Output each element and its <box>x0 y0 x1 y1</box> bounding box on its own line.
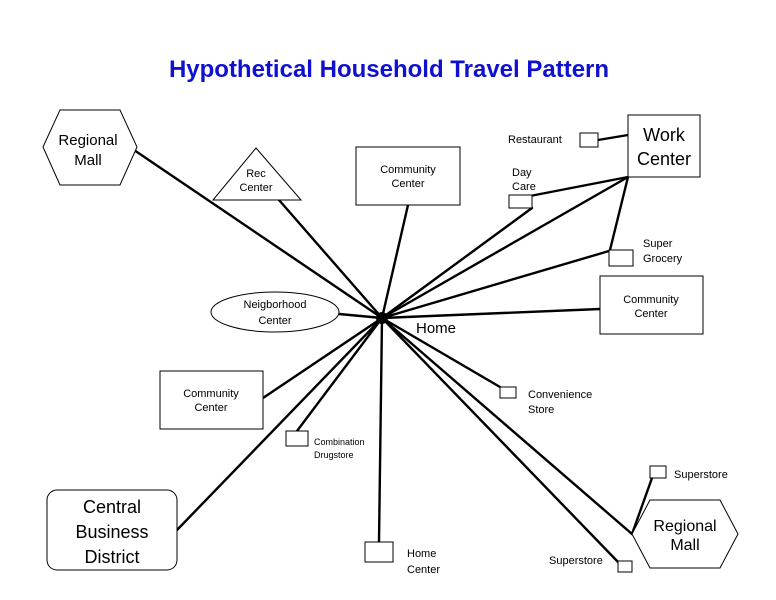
node-convenience-store: Convenience Store <box>499 386 592 416</box>
home-label: Home <box>416 320 456 337</box>
day-care-label-2: Care <box>512 181 536 193</box>
node-central-business-district: Central Business District <box>46 489 178 571</box>
community-center-top-box <box>355 146 461 206</box>
day-care-box <box>508 194 533 209</box>
connection-home-to-rec-center <box>277 198 384 320</box>
central-business-district-label-1: Central <box>83 497 141 517</box>
convenience-store-box <box>499 386 517 399</box>
node-superstore-lower: Superstore <box>549 555 633 573</box>
regional-mall-se-label-2: Mall <box>670 537 699 554</box>
community-center-right-label-1: Community <box>623 294 679 306</box>
community-center-left-label-2: Center <box>194 402 227 414</box>
node-super-grocery: Super Grocery <box>608 238 683 267</box>
regional-mall-nw-hexagon <box>42 109 138 186</box>
connection-home-to-regional-mall-nw <box>132 148 384 320</box>
central-business-district-box <box>46 489 178 571</box>
node-regional-mall-nw: Regional Mall <box>42 109 138 186</box>
connection-home-to-neighborhood-center <box>337 312 384 320</box>
node-combination-drugstore: Combination Drugstore <box>285 430 365 460</box>
superstore-lower-label: Superstore <box>549 555 603 567</box>
central-business-district-label-3: District <box>85 547 140 567</box>
node-restaurant: Restaurant <box>508 132 599 148</box>
connection-home-to-work-center <box>380 175 630 320</box>
connection-work-center-to-day-care <box>528 175 630 198</box>
central-business-district-label-2: Business <box>75 522 148 542</box>
node-work-center: Work Center <box>627 114 701 178</box>
convenience-store-label-2: Store <box>528 404 554 416</box>
node-home: Home <box>376 312 456 337</box>
super-grocery-label-1: Super <box>643 238 673 250</box>
community-center-top-label-2: Center <box>391 178 424 190</box>
home-dot <box>376 312 388 324</box>
connection-regional-mall-se-to-superstore-upper <box>630 476 654 536</box>
community-center-right-label-2: Center <box>634 308 667 320</box>
community-center-top-label-1: Community <box>380 164 436 176</box>
superstore-lower-box <box>617 560 633 573</box>
day-care-label-1: Day <box>512 167 532 179</box>
home-center-label-1: Home <box>407 548 436 560</box>
rec-center-label-2: Center <box>239 182 272 194</box>
neighborhood-center-label-1: Neigborhood <box>244 299 307 311</box>
combination-drugstore-label-1: Combination <box>314 437 365 447</box>
node-home-center: Home Center <box>364 541 440 576</box>
connection-home-to-convenience-store <box>380 316 502 389</box>
connection-home-to-community-center-top <box>380 203 410 320</box>
combination-drugstore-box <box>285 430 309 447</box>
community-center-left-box <box>159 370 264 430</box>
work-center-label-2: Center <box>637 149 691 169</box>
node-community-center-top: Community Center <box>355 146 461 206</box>
restaurant-label: Restaurant <box>508 134 562 146</box>
community-center-right-box <box>599 275 704 335</box>
connection-work-center-to-super-grocery <box>608 175 630 252</box>
node-community-center-left: Community Center <box>159 370 264 430</box>
restaurant-box <box>579 132 599 148</box>
combination-drugstore-label-2: Drugstore <box>314 450 354 460</box>
home-center-box <box>364 541 394 563</box>
regional-mall-nw-label-1: Regional <box>58 132 117 149</box>
superstore-upper-label: Superstore <box>674 469 728 481</box>
connection-home-to-superstore-lower <box>380 316 621 565</box>
connection-home-to-combination-drugstore <box>295 316 384 433</box>
work-center-box <box>627 114 701 178</box>
node-community-center-right: Community Center <box>599 275 704 335</box>
connection-home-to-community-center-right <box>380 307 602 320</box>
connection-home-to-home-center <box>377 316 384 544</box>
rec-center-triangle <box>211 147 303 201</box>
regional-mall-nw-label-2: Mall <box>74 152 102 169</box>
convenience-store-label-1: Convenience <box>528 389 592 401</box>
connection-home-to-day-care <box>380 206 534 320</box>
neighborhood-center-label-2: Center <box>258 315 291 327</box>
super-grocery-label-2: Grocery <box>643 253 683 265</box>
connection-home-to-community-center-left <box>261 316 384 400</box>
superstore-upper-box <box>649 465 667 479</box>
connection-home-to-central-business-district <box>175 316 384 532</box>
connection-work-center-to-restaurant <box>596 133 630 142</box>
node-rec-center: Rec Center <box>211 147 303 201</box>
regional-mall-se-label-1: Regional <box>653 518 716 535</box>
regional-mall-se-hexagon <box>631 499 739 569</box>
connection-home-to-super-grocery <box>380 249 611 320</box>
connection-home-to-regional-mall-se <box>380 316 634 536</box>
diagram-title: Hypothetical Household Travel Pattern <box>169 56 609 83</box>
node-neighborhood-center: Neigborhood Center <box>210 291 340 333</box>
neighborhood-center-ellipse <box>210 291 340 333</box>
community-center-left-label-1: Community <box>183 388 239 400</box>
node-day-care: Day Care <box>508 167 536 209</box>
work-center-label-1: Work <box>643 125 686 145</box>
node-superstore-upper: Superstore <box>649 465 728 481</box>
rec-center-label-1: Rec <box>246 168 266 180</box>
super-grocery-box <box>608 249 634 267</box>
home-center-label-2: Center <box>407 564 440 576</box>
connection-lines <box>132 133 654 565</box>
node-regional-mall-se: Regional Mall <box>631 499 739 569</box>
